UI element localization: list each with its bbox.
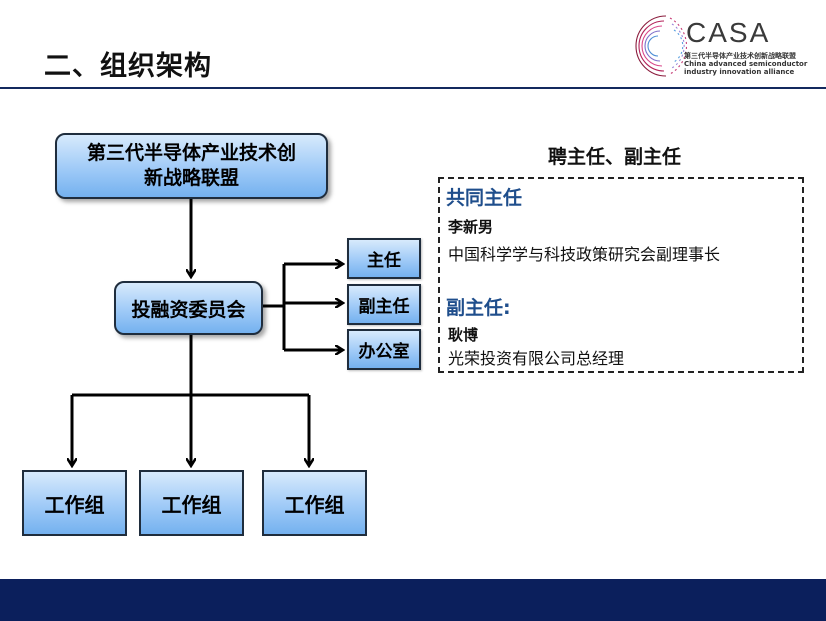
appointments-panel: [438, 177, 804, 373]
page-title: 二、组织架构: [44, 51, 212, 82]
deputy-director-label: 副主任: [358, 297, 410, 317]
logo-name-en: China advanced semiconductor industry in…: [684, 60, 808, 76]
deputy-director-box: 副主任: [347, 284, 421, 325]
deputy-name: 耿博: [448, 326, 479, 344]
office-box: 办公室: [347, 329, 421, 370]
logo-name-cn: 第三代半导体产业技术创新战略联盟: [684, 52, 796, 60]
working-group-label: 工作组: [44, 492, 105, 517]
working-group-box-1: 工作组: [22, 470, 127, 536]
deputy-role: 副主任:: [446, 297, 511, 319]
committee-box: 投融资委员会: [114, 281, 263, 335]
alliance-label: 第三代半导体产业技术创新战略联盟: [86, 142, 296, 189]
alliance-box: 第三代半导体产业技术创新战略联盟: [55, 133, 328, 199]
director-name: 李新男: [448, 218, 494, 236]
office-label: 办公室: [358, 342, 410, 362]
casa-logo-icon: [635, 15, 687, 77]
director-box: 主任: [347, 238, 421, 279]
director-position: 中国科学学与科技政策研究会副理事长: [448, 245, 721, 264]
appointments-heading: 聘主任、副主任: [548, 146, 682, 168]
director-label: 主任: [367, 251, 401, 271]
logo-wordmark: CASA: [686, 17, 771, 48]
working-group-label: 工作组: [161, 492, 222, 517]
footer-band: [0, 579, 826, 621]
working-group-box-3: 工作组: [262, 470, 367, 536]
director-role: 共同主任: [446, 187, 523, 209]
working-group-label: 工作组: [284, 492, 345, 517]
committee-label: 投融资委员会: [131, 298, 246, 321]
title-divider: [0, 87, 826, 89]
deputy-position: 光荣投资有限公司总经理: [448, 349, 625, 368]
working-group-box-2: 工作组: [139, 470, 244, 536]
